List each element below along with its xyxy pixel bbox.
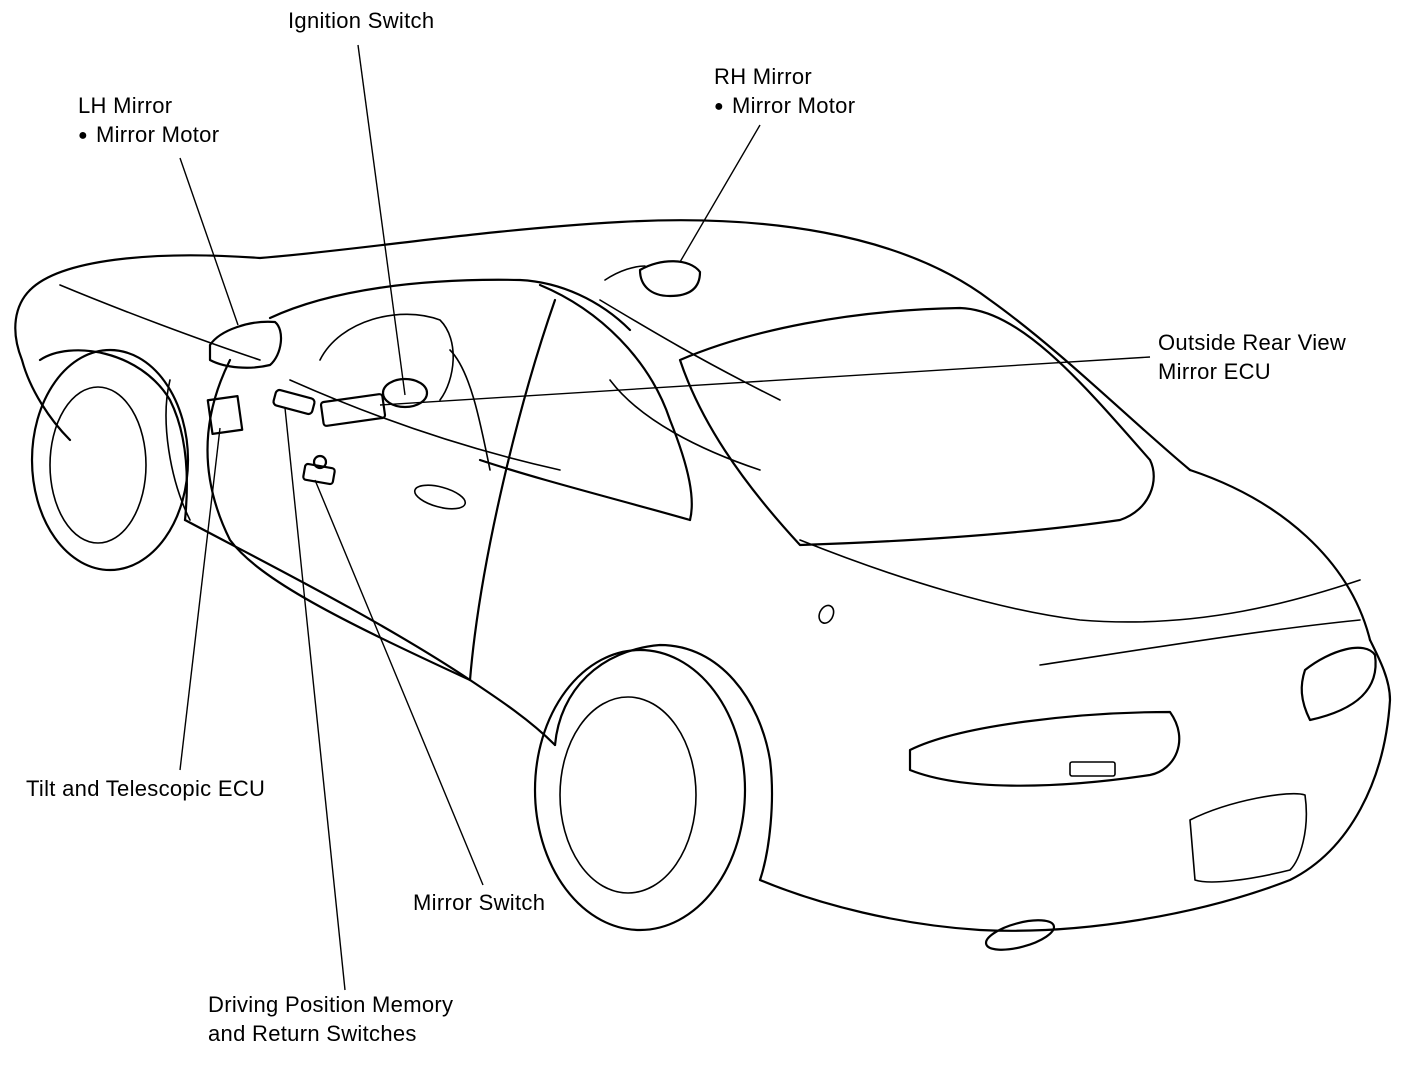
driving-memory-line2: and Return Switches bbox=[208, 1021, 417, 1046]
leader-tilt-ecu bbox=[179, 427, 221, 771]
lh-mirror-item: Mirror Motor bbox=[78, 120, 219, 152]
label-outside-rear-view-mirror-ecu: Outside Rear View Mirror ECU bbox=[1158, 328, 1346, 386]
leader-driving-memory bbox=[284, 407, 346, 991]
leader-ignition-switch bbox=[357, 44, 406, 396]
label-tilt-telescopic-ecu: Tilt and Telescopic ECU bbox=[26, 774, 265, 803]
label-mirror-switch: Mirror Switch bbox=[413, 888, 545, 917]
label-rh-mirror: RH Mirror Mirror Motor bbox=[714, 62, 855, 123]
rh-mirror-title: RH Mirror bbox=[714, 64, 813, 89]
outside-ecu-line2: Mirror ECU bbox=[1158, 359, 1271, 384]
car-body-outline bbox=[14, 219, 1392, 951]
label-ignition-switch: Ignition Switch bbox=[288, 6, 434, 35]
label-driving-position-memory: Driving Position Memory and Return Switc… bbox=[208, 990, 453, 1048]
leader-rh-mirror bbox=[679, 124, 761, 263]
driving-memory-line1: Driving Position Memory bbox=[208, 992, 454, 1017]
leader-lh-mirror bbox=[179, 157, 239, 326]
outside-ecu-line1: Outside Rear View bbox=[1158, 330, 1347, 355]
rh-mirror-item: Mirror Motor bbox=[714, 91, 855, 123]
leader-outside-ecu bbox=[379, 356, 1151, 406]
mirror-switch-text: Mirror Switch bbox=[413, 890, 546, 915]
leader-mirror-switch bbox=[314, 479, 484, 886]
lh-mirror-title: LH Mirror bbox=[78, 93, 173, 118]
tilt-ecu-text: Tilt and Telescopic ECU bbox=[26, 776, 266, 801]
leader-lines bbox=[179, 44, 1151, 991]
label-lh-mirror: LH Mirror Mirror Motor bbox=[78, 91, 219, 152]
ignition-switch-text: Ignition Switch bbox=[288, 8, 435, 33]
